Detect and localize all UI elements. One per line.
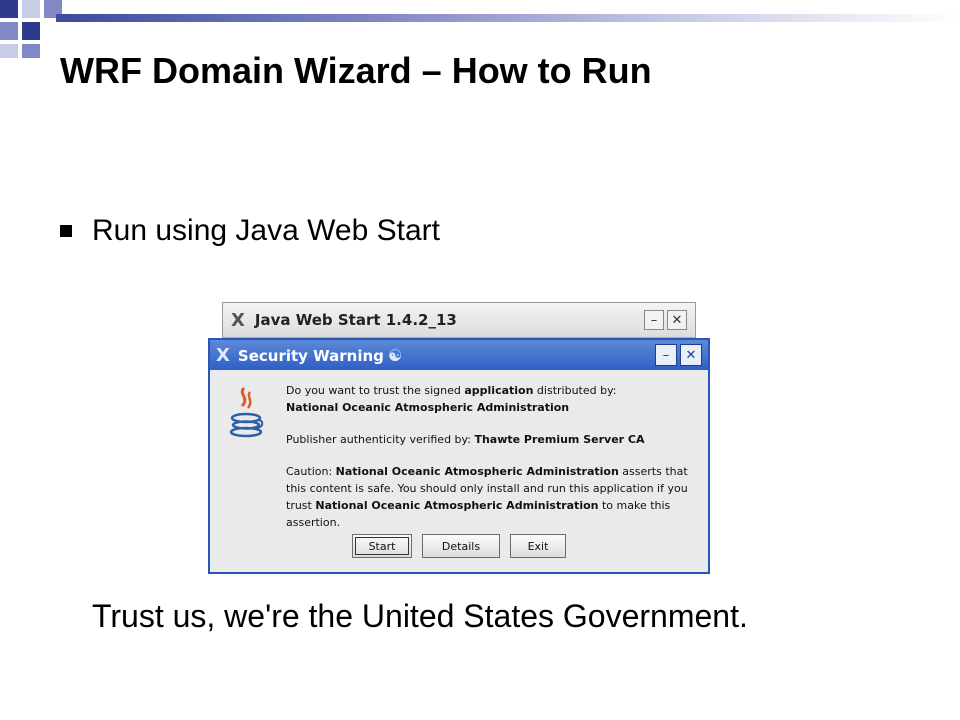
slide-title: WRF Domain Wizard – How to Run: [60, 50, 652, 91]
trust-question-prefix: Do you want to trust the signed: [286, 384, 465, 397]
security-warning-titlebar[interactable]: X Security Warning☯ – ✕: [210, 340, 708, 370]
caution-suffix: to make this assertion.: [286, 499, 671, 529]
close-button[interactable]: ✕: [667, 310, 687, 330]
dialog-minimize-button[interactable]: –: [655, 344, 677, 366]
slide-caption: Trust us, we're the United States Govern…: [92, 598, 748, 634]
security-message: Do you want to trust the signed applicat…: [286, 382, 696, 546]
dialog-title-text: Security Warning: [237, 346, 384, 365]
caution-org-2: National Oceanic Atmospheric Administrat…: [315, 499, 599, 512]
caution-middle: asserts that this content is safe. You s…: [286, 465, 688, 512]
details-button[interactable]: Details: [422, 534, 500, 558]
verification-line: Publisher authenticity verified by: Thaw…: [286, 431, 696, 448]
security-warning-dialog: X Security Warning☯ – ✕ Do you want to t…: [208, 338, 710, 574]
bullet-text: Run using Java Web Start: [92, 214, 440, 247]
exit-button[interactable]: Exit: [510, 534, 566, 558]
java-swirl-icon: ☯: [387, 345, 403, 365]
java-web-start-title: Java Web Start 1.4.2_13: [254, 311, 457, 329]
bullet-square-icon: [60, 225, 72, 237]
dialog-close-button[interactable]: ✕: [680, 344, 702, 366]
slide-decoration-squares: [0, 0, 80, 60]
trust-question: Do you want to trust the signed applicat…: [286, 382, 696, 416]
verification-prefix: Publisher authenticity verified by:: [286, 433, 475, 446]
trust-question-suffix: distributed by:: [533, 384, 617, 397]
java-cup-icon: [229, 386, 264, 438]
minimize-button[interactable]: –: [644, 310, 664, 330]
start-button[interactable]: Start: [352, 534, 412, 558]
x-logo-icon: X: [231, 309, 245, 331]
dialog-body: Do you want to trust the signed applicat…: [210, 370, 708, 572]
bullet-item: Run using Java Web Start: [60, 214, 440, 248]
caution-org-1: National Oceanic Atmospheric Administrat…: [335, 465, 619, 478]
caution-text: Caution: National Oceanic Atmospheric Ad…: [286, 463, 696, 531]
x-logo-icon: X: [216, 344, 230, 366]
certificate-authority: Thawte Premium Server CA: [474, 433, 645, 446]
dialog-button-row: Start Details Exit: [352, 534, 576, 558]
trust-question-bold: application: [464, 384, 534, 397]
security-warning-title: Security Warning☯: [238, 346, 652, 365]
publisher-name: National Oceanic Atmospheric Administrat…: [286, 401, 570, 414]
slide-header-bar: [56, 14, 960, 22]
java-web-start-titlebar[interactable]: X Java Web Start 1.4.2_13 – ✕: [223, 303, 695, 338]
caution-prefix: Caution:: [286, 465, 336, 478]
